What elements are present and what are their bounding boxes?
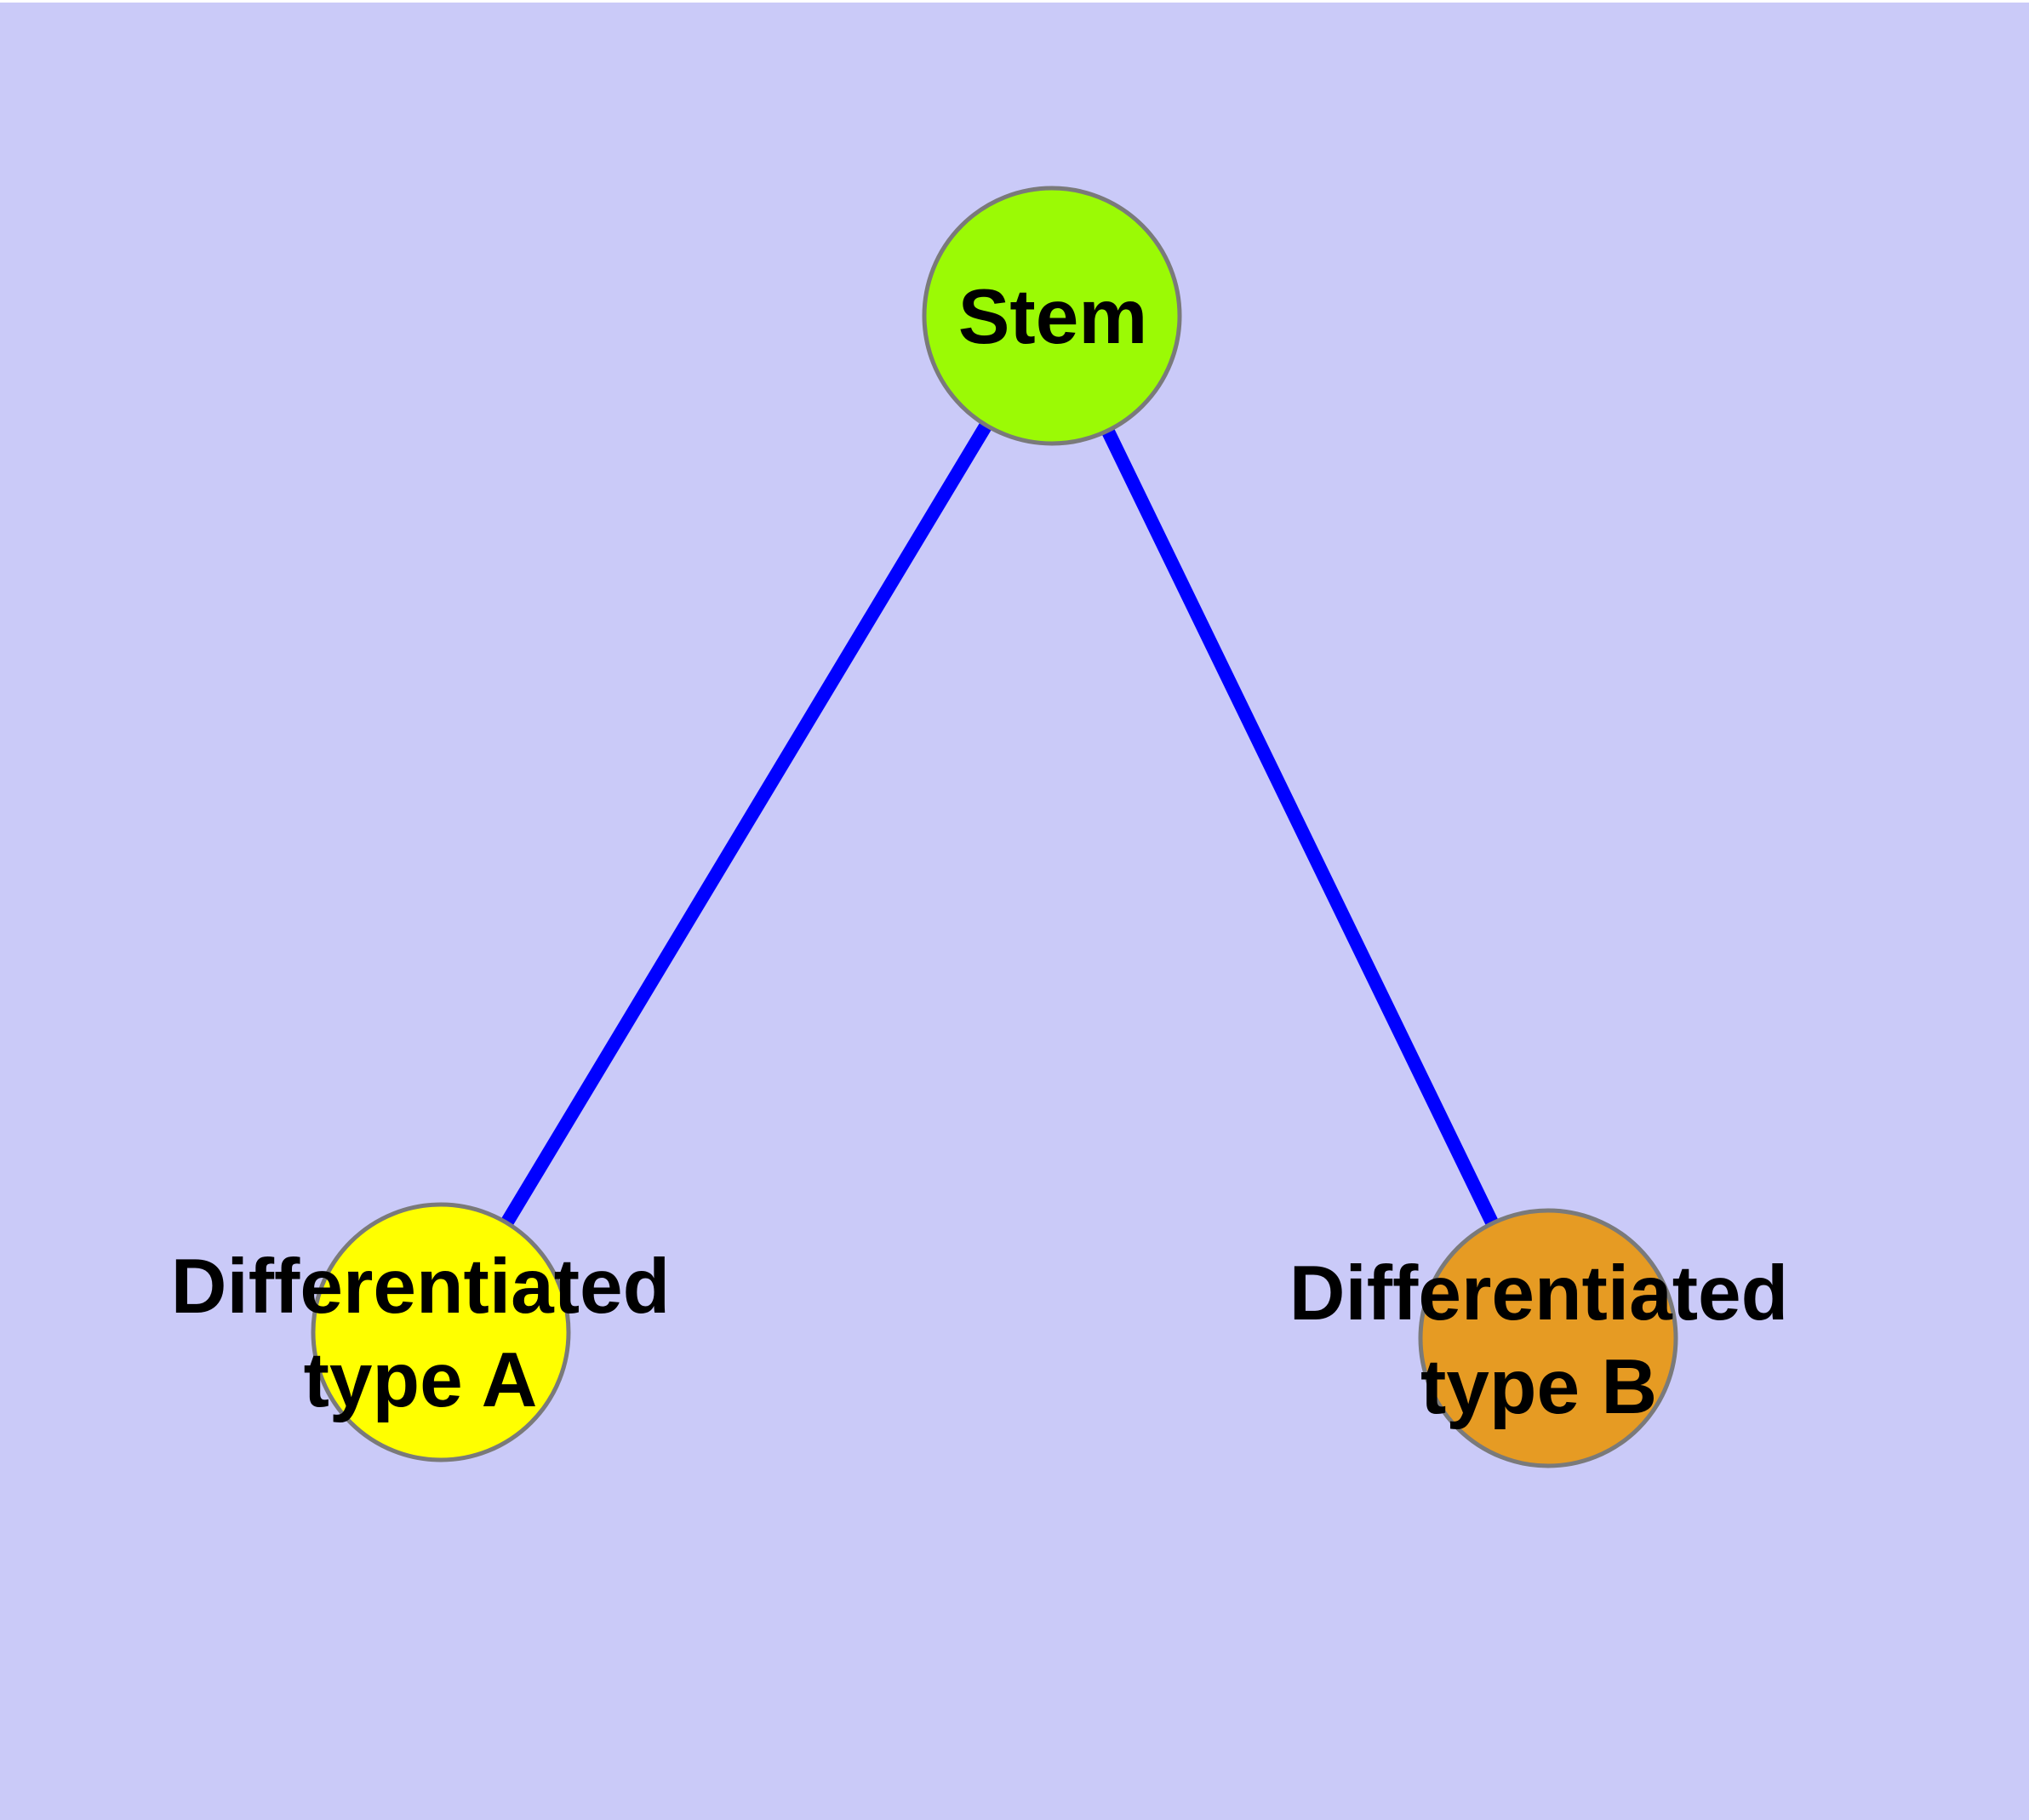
node-stem-label-text: Stem — [957, 274, 1148, 360]
edge-stem-to-type-b — [1045, 309, 1555, 1345]
node-stem — [922, 186, 1182, 446]
node-differentiated-type-a — [311, 1202, 571, 1462]
node-type-b-label: Differentiated type B — [1289, 1247, 1789, 1434]
node-differentiated-type-b — [1418, 1208, 1678, 1468]
node-type-a-label-line1: Differentiated — [170, 1244, 671, 1330]
node-type-a-label-line2: type A — [303, 1337, 538, 1423]
edge-stem-to-type-a — [434, 309, 1059, 1339]
node-type-b-label-line1: Differentiated — [1289, 1251, 1789, 1336]
node-stem-label: Stem — [958, 271, 1148, 364]
node-type-b-label-line2: type B — [1420, 1344, 1658, 1430]
node-type-a-label: Differentiated type A — [171, 1240, 671, 1428]
